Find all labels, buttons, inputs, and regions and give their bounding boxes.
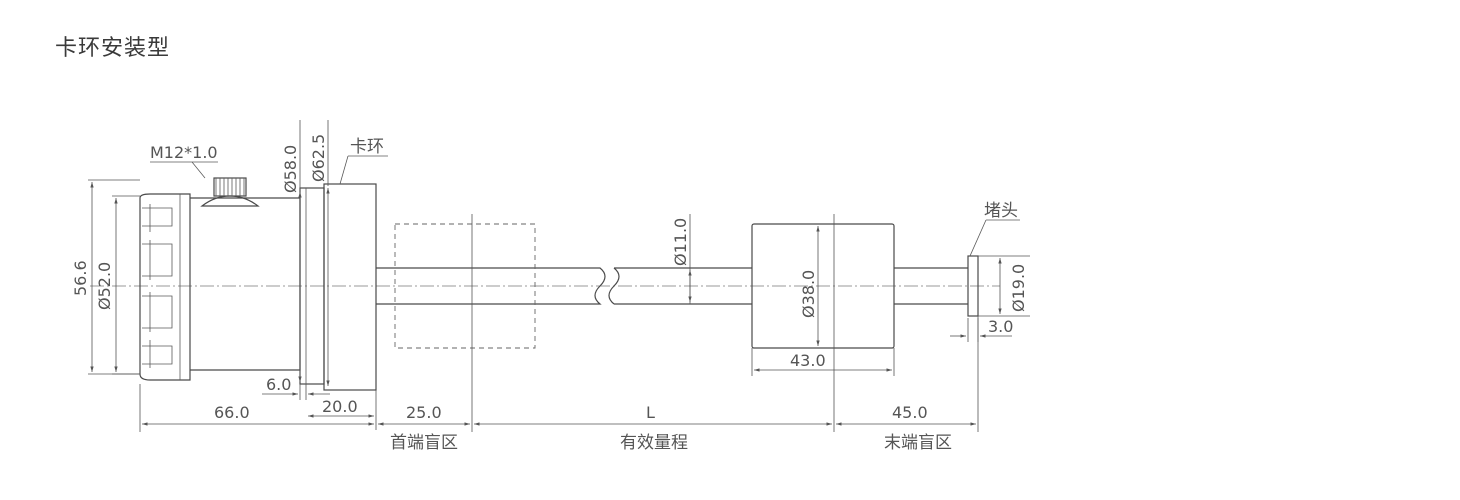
zone-effective-label: 有效量程 xyxy=(620,433,688,453)
width-25-label: 25.0 xyxy=(406,403,442,422)
diameter-62-5-label: Ø62.5 xyxy=(309,134,328,182)
width-43-label: 43.0 xyxy=(790,351,826,370)
plug-label: 堵头 xyxy=(984,201,1018,221)
clamp-ring xyxy=(299,183,377,391)
end-plug xyxy=(967,255,979,317)
width-45-label: 45.0 xyxy=(892,403,928,422)
sensor-head xyxy=(139,193,301,381)
width-20-label: 20.0 xyxy=(322,397,358,416)
diameter-58-label: Ø58.0 xyxy=(281,145,300,193)
diameter-52-label: Ø52.0 xyxy=(95,262,114,310)
page-title: 卡环安装型 xyxy=(55,36,171,61)
m12-connector xyxy=(150,161,260,207)
diameter-38-label: Ø38.0 xyxy=(799,270,818,318)
float xyxy=(751,223,895,349)
height-56-6-label: 56.6 xyxy=(71,260,90,296)
width-6-label: 6.0 xyxy=(266,375,291,394)
zone-end-label: 末端盲区 xyxy=(884,433,952,453)
thread-label: M12*1.0 xyxy=(150,143,218,162)
width-3-label: 3.0 xyxy=(988,317,1013,336)
clamp-ring-label: 卡环 xyxy=(350,137,384,157)
float-ghost xyxy=(394,223,536,349)
width-66-label: 66.0 xyxy=(214,403,250,422)
diameter-11-label: Ø11.0 xyxy=(671,218,690,266)
probe-stem xyxy=(376,267,968,305)
diameter-19-label: Ø19.0 xyxy=(1009,264,1028,312)
zone-start-label: 首端盲区 xyxy=(390,433,458,453)
length-L-label: L xyxy=(646,403,655,422)
